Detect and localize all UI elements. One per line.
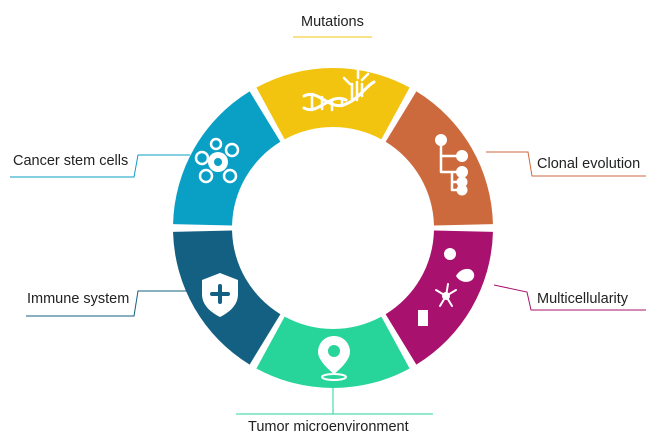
leader-line-multicellularity bbox=[493, 284, 646, 311]
label-tumor-microenvironment: Tumor microenvironment bbox=[248, 419, 409, 435]
label-clonal-evolution: Clonal evolution bbox=[537, 156, 641, 172]
segment-multicellularity bbox=[385, 230, 493, 365]
location-pin-icon bbox=[318, 336, 350, 381]
cell-types-icon bbox=[418, 248, 475, 326]
label-immune-system: Immune system bbox=[27, 291, 130, 307]
leader-line-clonal-evolution bbox=[486, 151, 646, 177]
cell-cluster-icon bbox=[194, 137, 240, 184]
leader-line-immune-system bbox=[26, 290, 190, 317]
dna-icon bbox=[302, 68, 376, 112]
segment-clonal-evolution bbox=[385, 91, 493, 226]
label-mutations: Mutations bbox=[301, 14, 364, 30]
label-multicellularity: Multicellularity bbox=[537, 291, 629, 307]
phylogenetic-tree-icon bbox=[435, 134, 468, 196]
label-cancer-stem-cells: Cancer stem cells bbox=[13, 153, 129, 169]
shield-cross-icon bbox=[202, 273, 238, 317]
leader-line-cancer-stem-cells bbox=[10, 154, 190, 178]
